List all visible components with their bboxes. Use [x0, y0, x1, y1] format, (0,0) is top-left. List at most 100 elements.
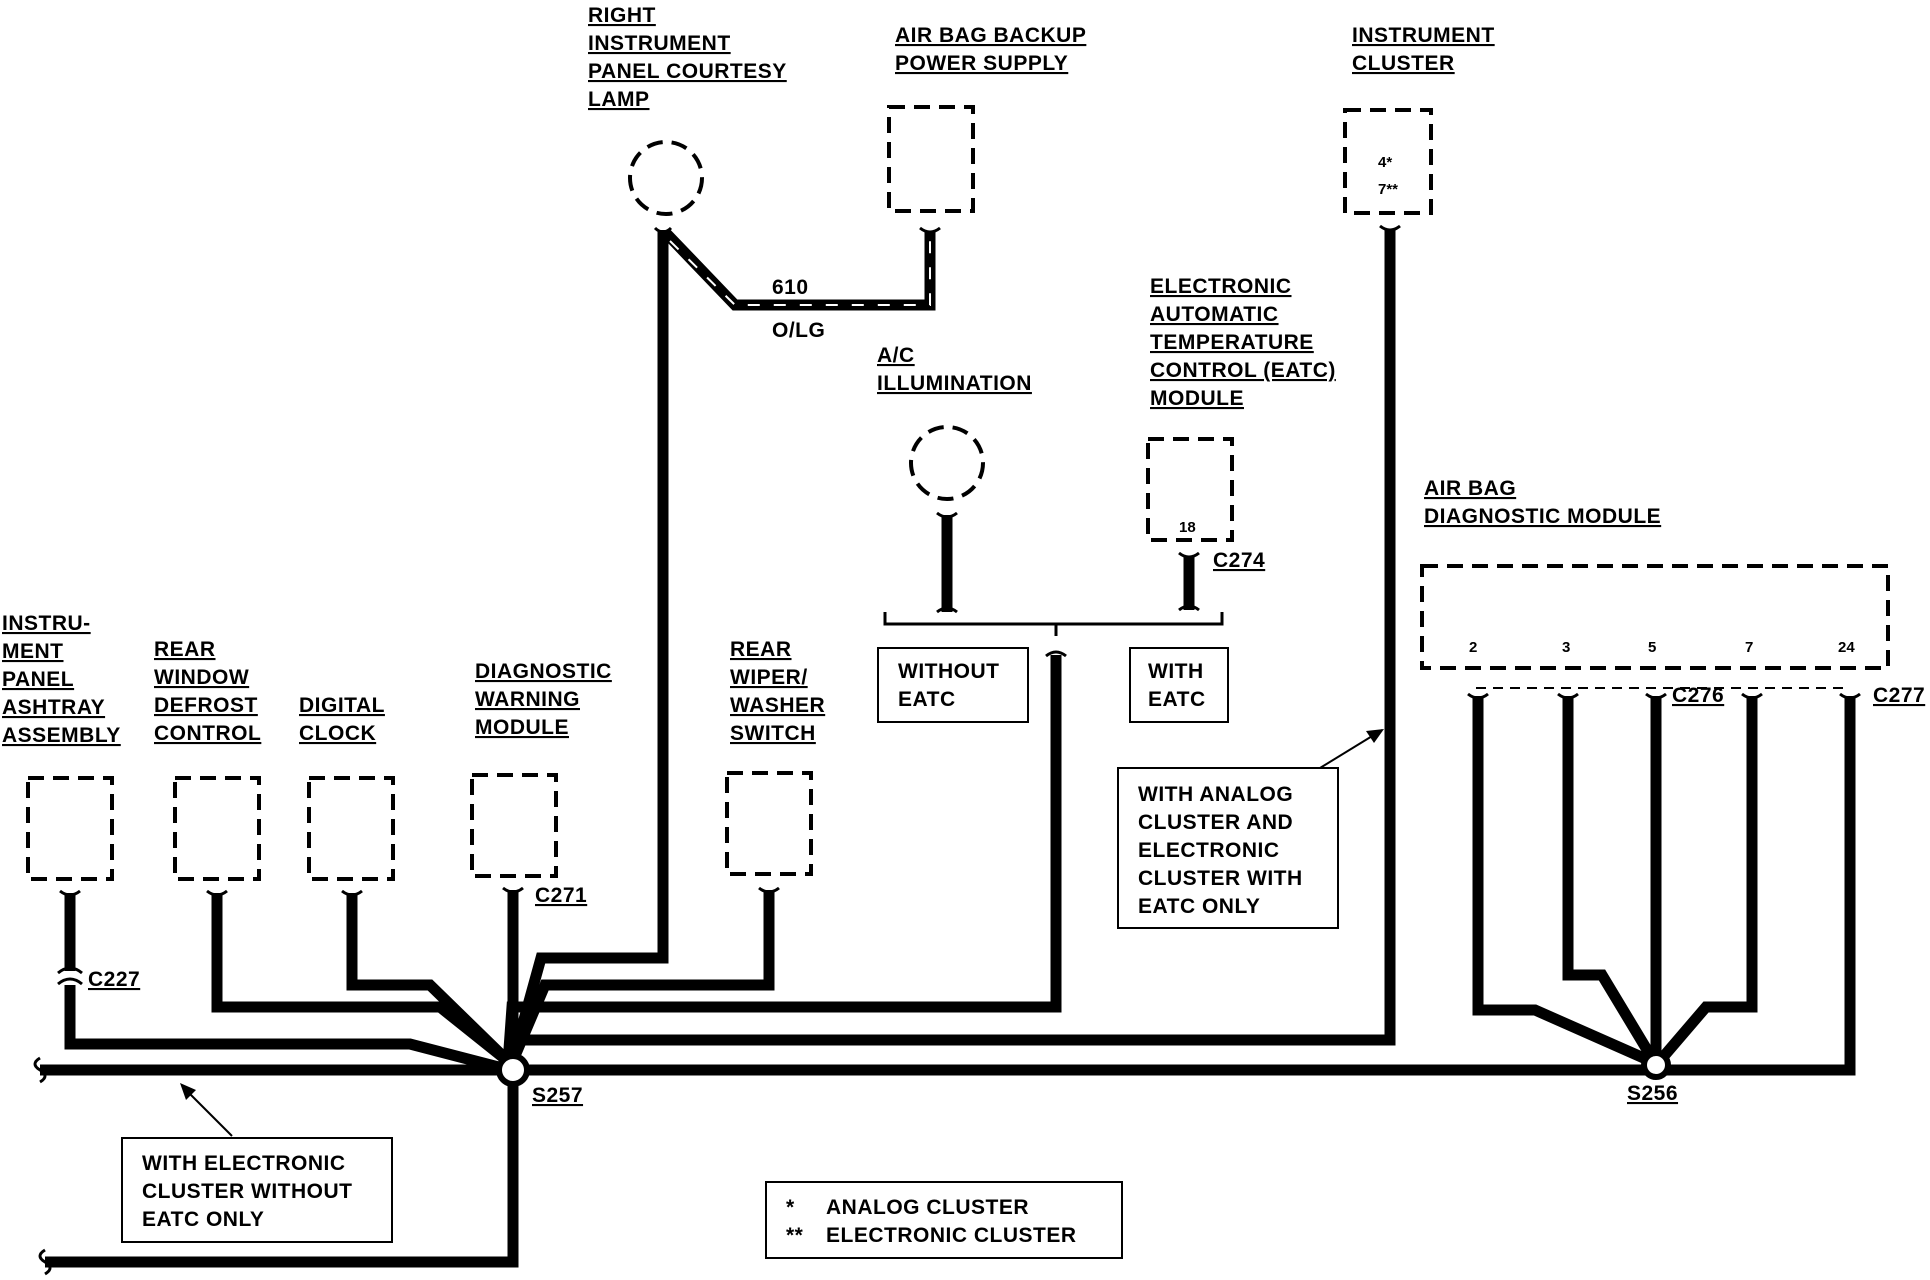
cluster-pin-electronic: 7** — [1378, 181, 1398, 198]
airbag-diag-label: AIR BAG DIAGNOSTIC MODULE — [1424, 477, 1661, 528]
svg-text:EATC ONLY: EATC ONLY — [142, 1208, 264, 1231]
svg-text:MODULE: MODULE — [475, 716, 569, 739]
connector-c271: C271 — [535, 884, 587, 907]
legend: * ANALOG CLUSTER ** ELECTRONIC CLUSTER — [765, 1181, 1123, 1259]
rear-wiper-symbol — [725, 771, 813, 876]
ac-illumination-label: A/C ILLUMINATION — [877, 344, 1032, 395]
legend-symbol: ** — [786, 1224, 804, 1247]
svg-text:DIGITAL: DIGITAL — [299, 694, 385, 717]
svg-text:EATC ONLY: EATC ONLY — [1138, 895, 1260, 918]
svg-text:WITHOUT: WITHOUT — [898, 660, 999, 683]
digital-clock-symbol — [307, 776, 395, 881]
airbag-pin: 5 — [1648, 639, 1656, 656]
splice-s257-label: S257 — [532, 1084, 583, 1107]
legend-text: ELECTRONIC CLUSTER — [826, 1224, 1077, 1247]
svg-text:MODULE: MODULE — [1150, 387, 1244, 410]
airbag-backup-symbol — [887, 105, 975, 213]
rear-defrost-label: REAR WINDOW DEFROST CONTROL — [154, 638, 261, 745]
connector-marks — [57, 224, 1861, 986]
svg-text:ELECTRONIC: ELECTRONIC — [1138, 839, 1280, 862]
svg-text:SWITCH: SWITCH — [730, 722, 816, 745]
circuit-number: 610 — [772, 276, 809, 299]
airbag-diag-symbol — [1420, 564, 1890, 670]
eatc-module-symbol — [1146, 437, 1234, 542]
legend-text: ANALOG CLUSTER — [826, 1196, 1029, 1219]
airbag-pin: 7 — [1745, 639, 1753, 656]
note-analog-cluster: WITH ANALOG CLUSTER AND ELECTRONIC CLUST… — [1117, 767, 1339, 929]
svg-text:RIGHT: RIGHT — [588, 4, 656, 27]
svg-text:CLUSTER WITH: CLUSTER WITH — [1138, 867, 1303, 890]
svg-text:PANEL COURTESY: PANEL COURTESY — [588, 60, 787, 83]
svg-text:CONTROL: CONTROL — [154, 722, 261, 745]
svg-text:PANEL: PANEL — [2, 668, 74, 691]
rear-wiper-label: REAR WIPER/ WASHER SWITCH — [730, 638, 825, 745]
svg-text:WITH ELECTRONIC: WITH ELECTRONIC — [142, 1152, 345, 1175]
svg-text:AIR BAG BACKUP: AIR BAG BACKUP — [895, 24, 1086, 47]
splice-s256-label: S256 — [1627, 1082, 1678, 1105]
svg-text:ASSEMBLY: ASSEMBLY — [2, 724, 121, 747]
svg-text:CLUSTER WITHOUT: CLUSTER WITHOUT — [142, 1180, 352, 1203]
courtesy-lamp-symbol — [628, 140, 704, 216]
svg-text:WITH ANALOG: WITH ANALOG — [1138, 783, 1293, 806]
svg-text:ELECTRONIC: ELECTRONIC — [1150, 275, 1292, 298]
svg-text:CONTROL (EATC): CONTROL (EATC) — [1150, 359, 1336, 382]
connector-c277: C277 — [1873, 684, 1925, 707]
splice-s257 — [496, 1053, 530, 1087]
note-without-eatc: WITHOUT EATC — [877, 647, 1029, 723]
note-electronic-cluster: WITH ELECTRONIC CLUSTER WITHOUT EATC ONL… — [121, 1137, 393, 1243]
note-analog-arrowhead — [1366, 729, 1384, 743]
connector-c274: C274 — [1213, 549, 1265, 572]
svg-text:A/C: A/C — [877, 344, 915, 367]
ac-illumination-symbol — [909, 425, 985, 501]
airbag-pin: 3 — [1562, 639, 1570, 656]
svg-text:WARNING: WARNING — [475, 688, 580, 711]
svg-text:TEMPERATURE: TEMPERATURE — [1150, 331, 1314, 354]
splice-s256 — [1641, 1050, 1671, 1080]
eatc-module-label: ELECTRONIC AUTOMATIC TEMPERATURE CONTROL… — [1150, 275, 1336, 410]
svg-text:WASHER: WASHER — [730, 694, 825, 717]
instrument-cluster-label: INSTRUMENT CLUSTER — [1352, 24, 1495, 75]
eatc-option-bracket — [883, 612, 1224, 636]
svg-text:DEFROST: DEFROST — [154, 694, 258, 717]
svg-text:ASHTRAY: ASHTRAY — [2, 696, 105, 719]
wires — [40, 228, 1856, 1268]
svg-text:CLUSTER AND: CLUSTER AND — [1138, 811, 1293, 834]
digital-clock-label: DIGITAL CLOCK — [299, 694, 385, 745]
ashtray-symbol — [26, 776, 114, 881]
svg-text:INSTRUMENT: INSTRUMENT — [588, 32, 731, 55]
svg-text:AUTOMATIC: AUTOMATIC — [1150, 303, 1279, 326]
instrument-cluster-symbol — [1343, 108, 1433, 215]
svg-text:CLOCK: CLOCK — [299, 722, 376, 745]
svg-text:LAMP: LAMP — [588, 88, 650, 111]
svg-text:INSTRUMENT: INSTRUMENT — [1352, 24, 1495, 47]
svg-text:CLUSTER: CLUSTER — [1352, 52, 1455, 75]
airbag-backup-label: AIR BAG BACKUP POWER SUPPLY — [895, 24, 1086, 75]
connector-c227: C227 — [88, 968, 140, 991]
svg-text:WINDOW: WINDOW — [154, 666, 249, 689]
svg-text:EATC: EATC — [1148, 688, 1206, 711]
svg-text:INSTRU-: INSTRU- — [2, 612, 91, 635]
svg-text:DIAGNOSTIC: DIAGNOSTIC — [475, 660, 612, 683]
connector-c276: C276 — [1672, 684, 1724, 707]
wire-break-marks — [33, 1056, 52, 1276]
ashtray-label: INSTRU- MENT PANEL ASHTRAY ASSEMBLY — [2, 612, 121, 747]
airbag-pin: 24 — [1838, 639, 1855, 656]
cluster-pin-analog: 4* — [1378, 154, 1392, 171]
wire-color: O/LG — [772, 319, 825, 342]
wire-610-stripe — [669, 238, 931, 306]
svg-text:EATC: EATC — [898, 688, 956, 711]
rear-defrost-symbol — [173, 776, 261, 881]
eatc-pin: 18 — [1179, 519, 1196, 536]
svg-text:POWER SUPPLY: POWER SUPPLY — [895, 52, 1068, 75]
svg-text:REAR: REAR — [730, 638, 792, 661]
courtesy-lamp-label: RIGHT INSTRUMENT PANEL COURTESY LAMP — [588, 4, 787, 111]
diag-warning-symbol — [470, 773, 558, 878]
note-electronic-arrowhead — [180, 1083, 196, 1100]
svg-text:REAR: REAR — [154, 638, 216, 661]
svg-text:MENT: MENT — [2, 640, 64, 663]
diag-warning-label: DIAGNOSTIC WARNING MODULE — [475, 660, 612, 739]
svg-text:ILLUMINATION: ILLUMINATION — [877, 372, 1032, 395]
svg-text:WITH: WITH — [1148, 660, 1204, 683]
note-with-eatc: WITH EATC — [1129, 647, 1229, 723]
airbag-pin: 2 — [1469, 639, 1477, 656]
